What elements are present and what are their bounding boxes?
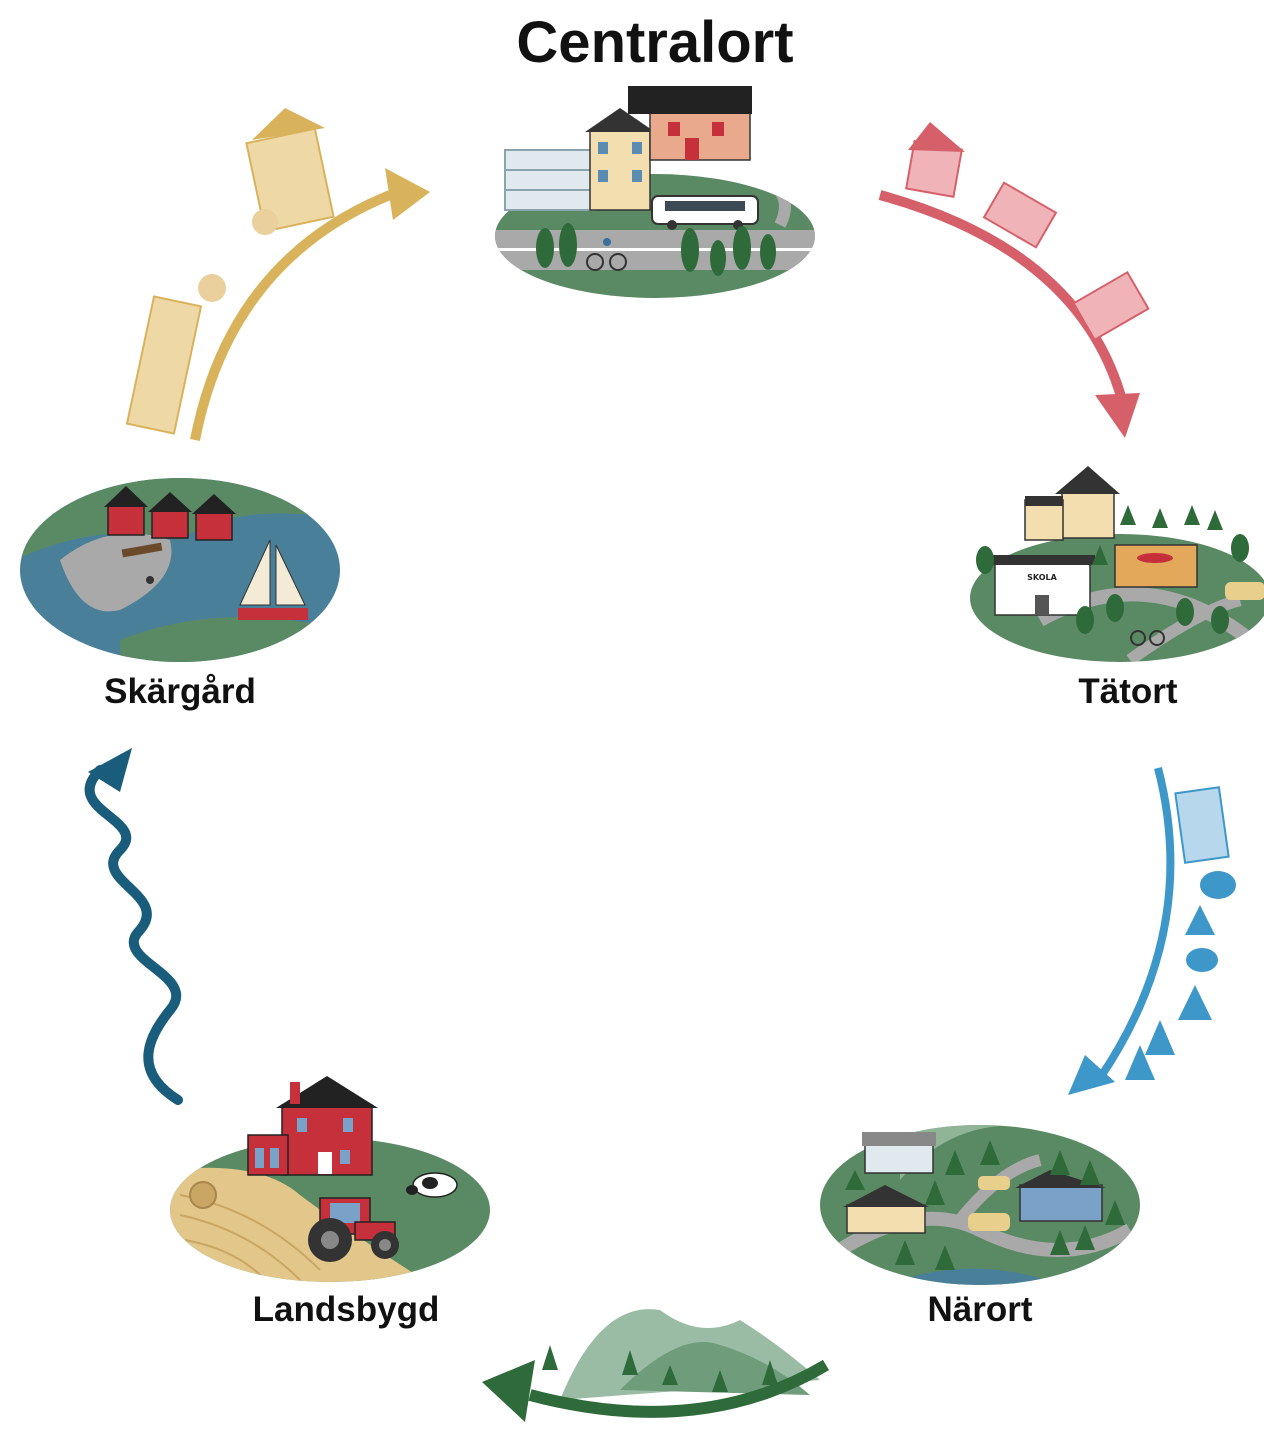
arrow-tatort-to-narort <box>1068 766 1236 1095</box>
landsbygd-illustration <box>170 1076 490 1282</box>
tatort-illustration: SKOLA <box>970 466 1264 662</box>
label-tatort: Tätort <box>1078 672 1178 711</box>
label-centralort: Centralort <box>516 10 794 75</box>
label-narort: Närort <box>927 1290 1033 1329</box>
arrow-landsbygd-to-skargard <box>84 748 183 1105</box>
narort-illustration <box>820 1125 1140 1285</box>
label-skargard: Skärgård <box>104 672 256 711</box>
arrow-skargard-to-centralort <box>125 108 430 441</box>
centralort-illustration <box>495 86 815 298</box>
arrow-centralort-to-tatort <box>878 122 1150 438</box>
school-sign: SKOLA <box>1027 573 1058 582</box>
arrow-narort-to-landsbygd <box>482 1309 830 1422</box>
label-landsbygd: Landsbygd <box>252 1290 440 1329</box>
skargard-illustration <box>20 478 340 662</box>
